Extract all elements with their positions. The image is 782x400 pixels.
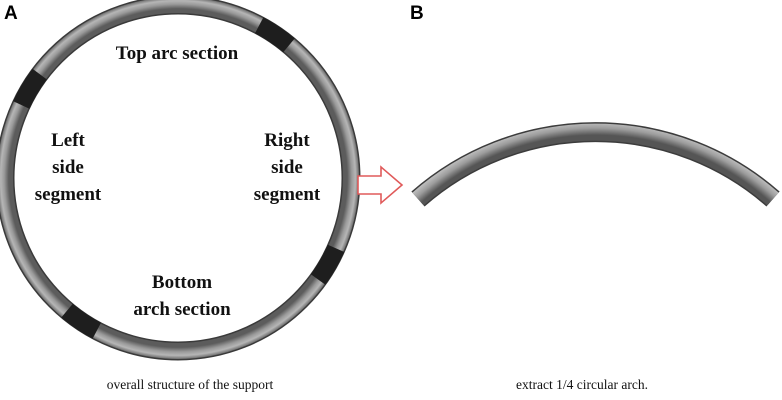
panel-a-letter: A <box>4 3 18 24</box>
label-bottom-line-2: arch section <box>133 299 231 320</box>
quarter-circular-arch <box>412 123 779 206</box>
support-ring <box>0 0 359 359</box>
joint-top-left <box>0 0 360 360</box>
label-top-arc: Top arc section <box>116 43 239 64</box>
caption-a: overall structure of the support <box>107 377 274 392</box>
caption-b: extract 1/4 circular arch. <box>516 377 648 392</box>
label-left-line-3: segment <box>35 184 102 205</box>
right-arrow-icon <box>357 165 404 205</box>
panel-a: A Top arc section Left side segment Righ… <box>0 0 361 392</box>
label-bottom-line-1: Bottom <box>152 272 212 293</box>
panel-b: B extract 1/4 circular arch. <box>410 3 780 392</box>
panel-b-letter: B <box>410 3 424 24</box>
label-right-line-2: side <box>271 157 303 178</box>
joint-bottom-right <box>0 0 360 360</box>
label-right-line-1: Right <box>264 130 310 151</box>
label-left-line-2: side <box>52 157 84 178</box>
label-left-line-1: Left <box>51 130 85 151</box>
label-right-line-3: segment <box>254 184 321 205</box>
joint-bottom-left <box>0 0 360 360</box>
